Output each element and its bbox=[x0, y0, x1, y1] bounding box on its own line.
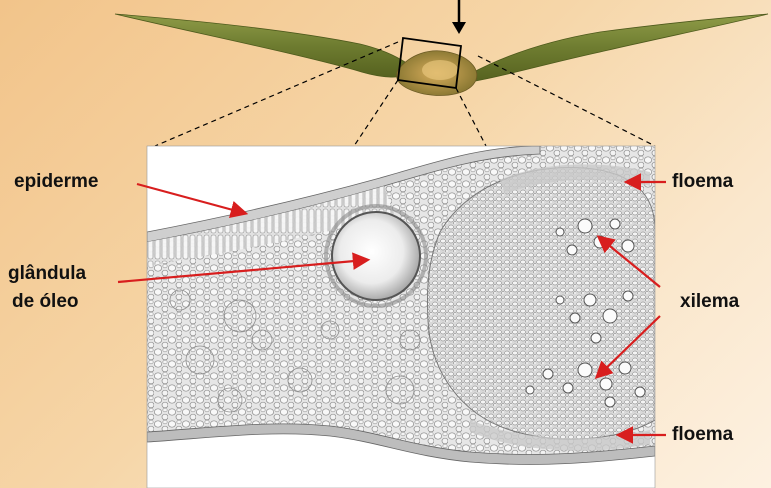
vascular-bundle bbox=[428, 168, 656, 440]
label-epiderme: epiderme bbox=[14, 170, 98, 194]
micrograph-panel bbox=[147, 146, 655, 488]
leaf-illustration bbox=[115, 14, 768, 95]
label-glandula-line1: glândula bbox=[8, 262, 86, 286]
leaf-left-blade bbox=[115, 14, 418, 77]
oil-gland bbox=[332, 212, 420, 300]
section-arrow bbox=[452, 0, 466, 34]
zoom-guide-lines bbox=[155, 42, 655, 146]
leaf-right-blade bbox=[470, 14, 768, 82]
label-glandula-line2: de óleo bbox=[12, 290, 79, 314]
label-xilema: xilema bbox=[680, 290, 739, 314]
label-floema-bottom: floema bbox=[672, 423, 733, 447]
label-floema-top: floema bbox=[672, 170, 733, 194]
leaf-midrib-highlight bbox=[422, 60, 458, 80]
